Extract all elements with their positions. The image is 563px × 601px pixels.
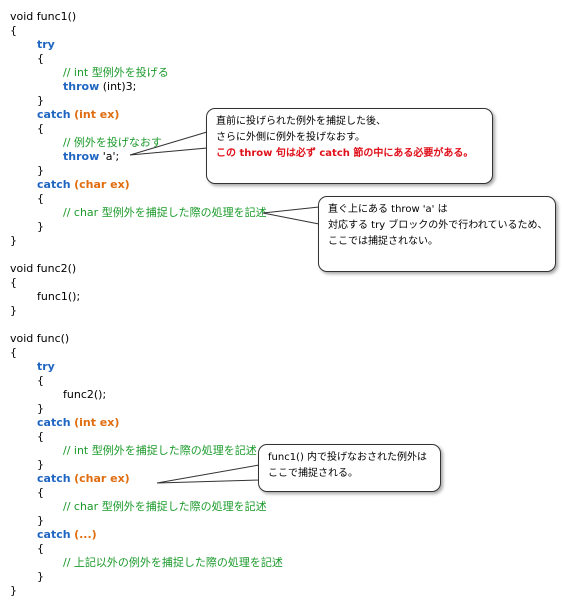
rethrow-callout-line2: さらに外側に例外を投げなおす。: [216, 132, 365, 143]
func1-catch-int-close-brace: }: [37, 164, 44, 177]
func-catch-int-line: catch (int ex): [37, 416, 119, 430]
uncaught-callout-line2: 対応する try ブロックの外で行われているため、: [328, 220, 548, 231]
rethrow-value: 'a';: [99, 150, 120, 163]
rethrow-callout-emphasis: この throw 句は必ず catch 節の中にある必要がある。: [216, 148, 474, 159]
func-catch-char-comment: // char 型例外を捕捉した際の処理を記述: [63, 500, 267, 513]
func2-close-brace: }: [10, 304, 17, 317]
func-catch-int-close-brace: }: [37, 458, 44, 471]
rethrow-callout-line1: 直前に投げられた例外を捕捉した後、: [216, 116, 386, 127]
caught-callout: func1() 内で投げなおされた例外は ここで捕捉される。: [258, 444, 441, 492]
func2-call-func1: func1();: [37, 290, 81, 303]
catch-params: (int ex): [74, 108, 120, 121]
func-try-keyword: try: [37, 360, 55, 373]
func-catch-all-comment: // 上記以外の例外を捕捉した際の処理を記述: [63, 556, 283, 569]
func1-try-open-brace: {: [37, 52, 44, 65]
func1-try-close-brace: }: [37, 94, 44, 107]
func1-close-brace: }: [10, 234, 17, 247]
func1-signature: void func1(): [10, 10, 77, 23]
catch-params: (int ex): [74, 416, 120, 429]
func1-catch-char-open-brace: {: [37, 192, 44, 205]
func1-throw-line: throw (int)3;: [63, 80, 136, 94]
catch-keyword: catch: [37, 472, 71, 485]
uncaught-callout-pointer: [262, 206, 320, 225]
func1-open-brace: {: [10, 24, 17, 37]
func1-catch-int-open-brace: {: [37, 122, 44, 135]
func-catch-char-line: catch (char ex): [37, 472, 130, 486]
func2-signature: void func2(): [10, 262, 77, 275]
func1-catch-char-close-brace: }: [37, 220, 44, 233]
catch-params: (...): [74, 528, 97, 541]
func-catch-char-open-brace: {: [37, 486, 44, 499]
func-open-brace: {: [10, 346, 17, 359]
caught-callout-line2: ここで捕捉される。: [268, 468, 358, 479]
caught-callout-line1: func1() 内で投げなおされた例外は: [268, 452, 428, 463]
func-catch-int-open-brace: {: [37, 430, 44, 443]
catch-keyword: catch: [37, 416, 71, 429]
func1-try-comment: // int 型例外を投げる: [63, 66, 169, 79]
func2-open-brace: {: [10, 276, 17, 289]
func-call-func2: func2();: [63, 388, 107, 401]
catch-keyword: catch: [37, 528, 71, 541]
func-try-open-brace: {: [37, 374, 44, 387]
rethrow-keyword: throw: [63, 150, 100, 163]
throw-value: (int)3;: [99, 80, 137, 93]
func1-catch-char-line: catch (char ex): [37, 178, 130, 192]
uncaught-callout: 直ぐ上にある throw 'a' は 対応する try ブロックの外で行われてい…: [318, 196, 556, 272]
func1-try-keyword: try: [37, 38, 55, 51]
func1-rethrow-line: throw 'a';: [63, 150, 119, 164]
func-try-close-brace: }: [37, 402, 44, 415]
throw-keyword: throw: [63, 80, 100, 93]
caught-callout-pointer: [156, 464, 260, 484]
catch-params: (char ex): [74, 472, 130, 485]
rethrow-callout-pointer: [129, 131, 208, 156]
func1-catch-char-comment: // char 型例外を捕捉した際の処理を記述: [63, 206, 267, 219]
func-catch-char-close-brace: }: [37, 514, 44, 527]
rethrow-callout: 直前に投げられた例外を捕捉した後、 さらに外側に例外を投げなおす。 この thr…: [206, 108, 493, 184]
func-signature: void func(): [10, 332, 70, 345]
func-catch-all-close-brace: }: [37, 570, 44, 583]
func1-catch-int-comment: // 例外を投げなおす: [63, 136, 162, 149]
uncaught-callout-line3: ここでは捕捉されない。: [328, 236, 438, 247]
uncaught-callout-line1: 直ぐ上にある throw 'a' は: [328, 204, 448, 215]
func-catch-all-open-brace: {: [37, 542, 44, 555]
catch-keyword: catch: [37, 178, 71, 191]
catch-keyword: catch: [37, 108, 71, 121]
func-catch-all-line: catch (...): [37, 528, 97, 542]
catch-params: (char ex): [74, 178, 130, 191]
func1-catch-int-line: catch (int ex): [37, 108, 119, 122]
func-catch-int-comment: // int 型例外を捕捉した際の処理を記述: [63, 444, 257, 457]
func-close-brace: }: [10, 584, 17, 597]
